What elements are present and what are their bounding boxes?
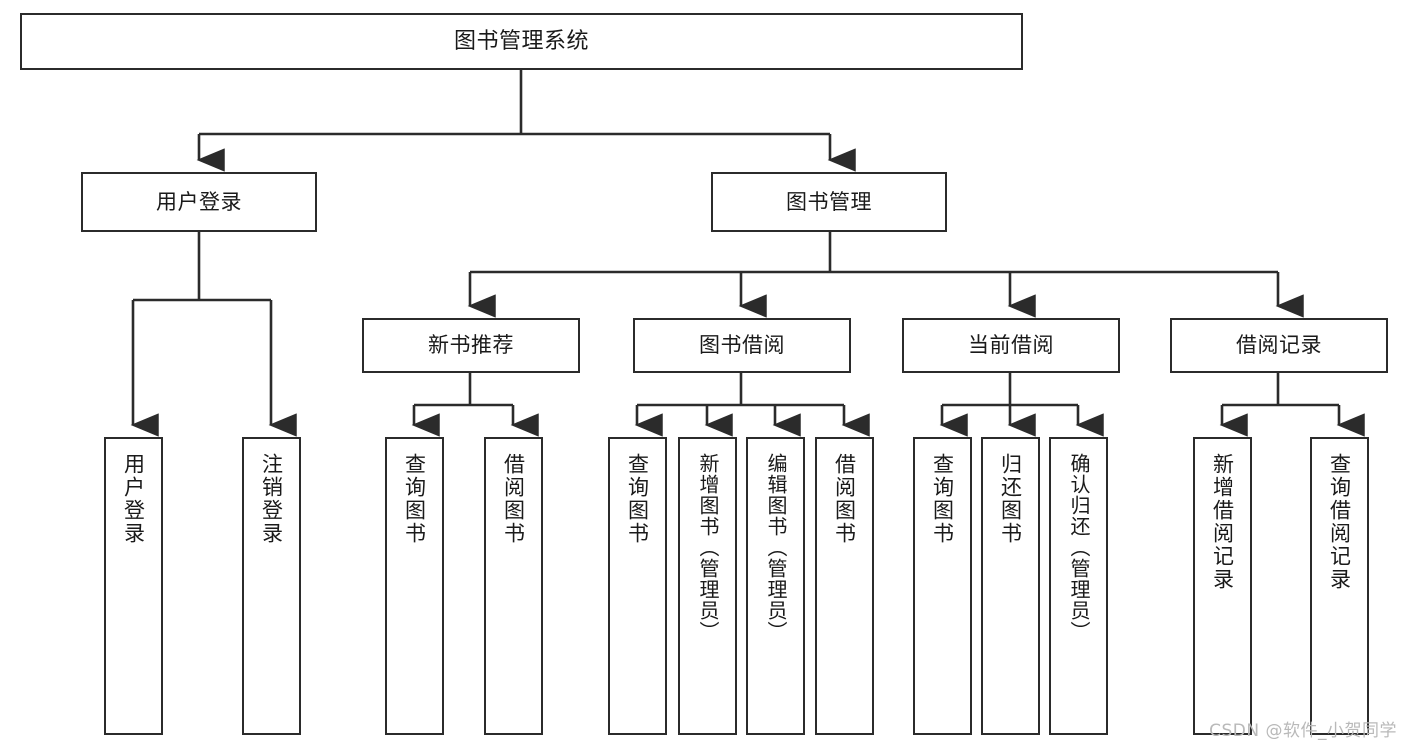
node-label: 图书管理	[786, 189, 872, 214]
node-borrow-record[interactable]: 借阅记录	[1170, 318, 1388, 373]
node-label: 注销登录	[259, 453, 284, 545]
node-root-system[interactable]: 图书管理系统	[20, 13, 1023, 70]
node-label: 编辑图书（管理员）	[764, 453, 788, 642]
node-book-borrow[interactable]: 图书借阅	[633, 318, 851, 373]
node-label: 新增借阅记录	[1210, 453, 1235, 591]
leaf-add-borrow-record[interactable]: 新增借阅记录	[1193, 437, 1252, 735]
leaf-return-book[interactable]: 归还图书	[981, 437, 1040, 735]
leaf-user-login[interactable]: 用户登录	[104, 437, 163, 735]
node-label: 当前借阅	[968, 333, 1054, 358]
node-label: 查询借阅记录	[1327, 453, 1352, 591]
node-label: 借阅图书	[832, 453, 857, 545]
leaf-query-book-recommend[interactable]: 查询图书	[385, 437, 444, 735]
leaf-query-book-current[interactable]: 查询图书	[913, 437, 972, 735]
node-label: 确认归还（管理员）	[1067, 453, 1091, 642]
leaf-logout[interactable]: 注销登录	[242, 437, 301, 735]
leaf-borrow-book-recommend[interactable]: 借阅图书	[484, 437, 543, 735]
leaf-edit-book-admin[interactable]: 编辑图书（管理员）	[746, 437, 805, 735]
node-label: 图书管理系统	[453, 28, 589, 54]
node-current-borrow[interactable]: 当前借阅	[902, 318, 1120, 373]
node-label: 查询图书	[625, 453, 650, 545]
leaf-borrow-book[interactable]: 借阅图书	[815, 437, 874, 735]
node-book-management[interactable]: 图书管理	[711, 172, 947, 232]
node-label: 归还图书	[998, 453, 1023, 545]
node-label: 查询图书	[402, 453, 427, 545]
node-label: 新增图书（管理员）	[696, 453, 720, 642]
node-label: 借阅记录	[1236, 333, 1322, 358]
node-new-book-recommend[interactable]: 新书推荐	[362, 318, 580, 373]
node-user-login[interactable]: 用户登录	[81, 172, 317, 232]
node-label: 新书推荐	[428, 333, 514, 358]
node-label: 查询图书	[930, 453, 955, 545]
csdn-watermark: CSDN @软件_小贺同学	[1209, 721, 1397, 741]
node-label: 用户登录	[121, 453, 146, 545]
leaf-confirm-return-admin[interactable]: 确认归还（管理员）	[1049, 437, 1108, 735]
node-label: 用户登录	[156, 189, 242, 214]
node-label: 借阅图书	[501, 453, 526, 545]
leaf-query-borrow-record[interactable]: 查询借阅记录	[1310, 437, 1369, 735]
leaf-query-book-borrow[interactable]: 查询图书	[608, 437, 667, 735]
node-label: 图书借阅	[699, 333, 785, 358]
leaf-add-book-admin[interactable]: 新增图书（管理员）	[678, 437, 737, 735]
